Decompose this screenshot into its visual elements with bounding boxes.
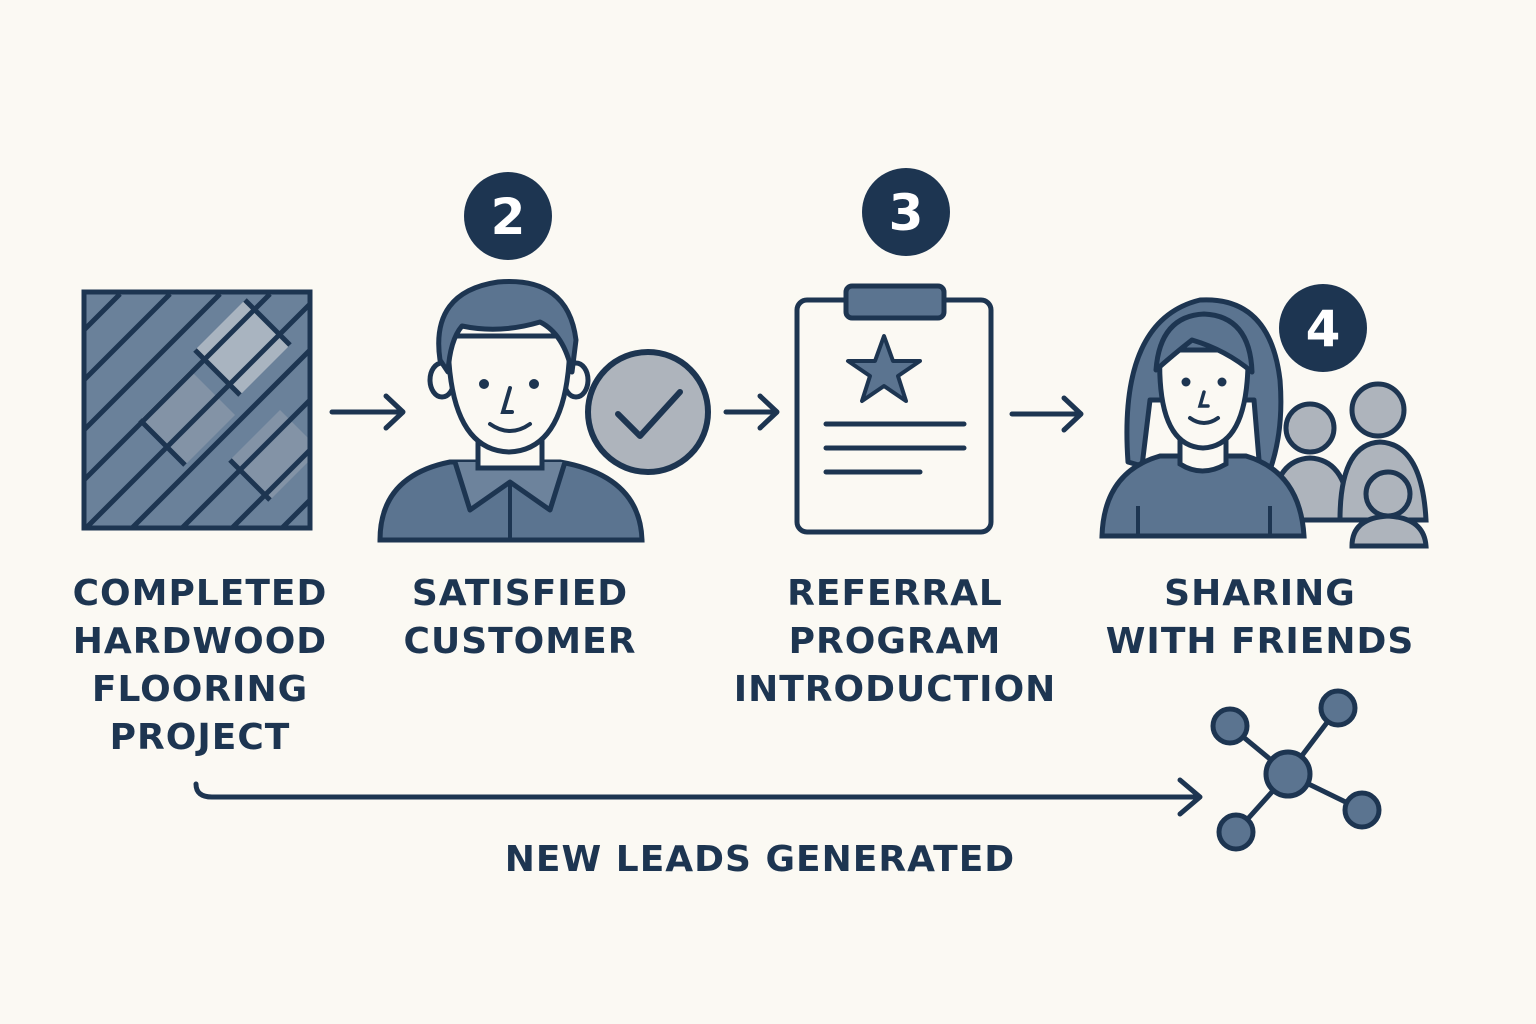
clipboard-star-icon <box>794 283 994 535</box>
step-2-number: 2 <box>491 188 526 246</box>
new-leads-text: NEW LEADS GENERATED <box>504 839 1016 880</box>
leads-arrow <box>193 777 1203 817</box>
step-2-label-line: SATISFIED <box>411 573 629 614</box>
arrow-right-icon <box>329 393 406 431</box>
step-3-badge: 3 <box>862 168 950 256</box>
arrow-right-icon <box>1009 395 1084 433</box>
step-2-label: SATISFIED CUSTOMER <box>380 570 660 666</box>
arrow-right-icon <box>723 393 780 431</box>
step-3-label-line: REFERRAL <box>787 573 1003 614</box>
step-1-label-line: HARDWOOD <box>72 621 328 662</box>
step-1-label-line: FLOORING <box>91 669 309 710</box>
people-group-icon <box>1099 297 1429 549</box>
hardwood-floor-icon <box>81 289 313 531</box>
step-4-number: 4 <box>1306 300 1341 358</box>
step-2-badge: 2 <box>464 172 552 260</box>
step-1-label: COMPLETED HARDWOOD FLOORING PROJECT <box>40 570 360 762</box>
step-1-label-line: PROJECT <box>109 717 291 758</box>
step-3-label-line: PROGRAM <box>788 621 1002 662</box>
step-3-label-line: INTRODUCTION <box>733 669 1057 710</box>
step-2-label-line: CUSTOMER <box>403 621 637 662</box>
step-4-label-line: WITH FRIENDS <box>1105 621 1415 662</box>
step-4-label-line: SHARING <box>1164 573 1356 614</box>
step-3-number: 3 <box>889 184 924 242</box>
step-4-label: SHARING WITH FRIENDS <box>1090 570 1430 666</box>
checkmark-icon <box>585 349 711 475</box>
step-4-badge: 4 <box>1279 284 1367 372</box>
step-3-label: REFERRAL PROGRAM INTRODUCTION <box>710 570 1080 714</box>
new-leads-label: NEW LEADS GENERATED <box>430 836 1090 884</box>
network-icon <box>1210 688 1382 852</box>
satisfied-customer-icon <box>377 278 711 543</box>
step-1-label-line: COMPLETED <box>72 573 328 614</box>
